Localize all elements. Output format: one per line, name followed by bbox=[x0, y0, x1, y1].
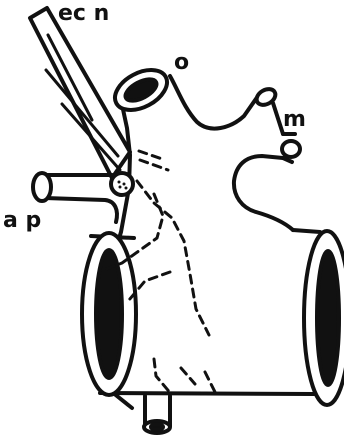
label-o: o bbox=[174, 52, 189, 74]
opening-o bbox=[108, 62, 173, 118]
label-m: m bbox=[283, 109, 306, 131]
label-a-p: a p bbox=[3, 210, 41, 232]
label-ec-n: ec n bbox=[58, 3, 109, 25]
tube-ap bbox=[33, 173, 133, 222]
main-vessel bbox=[82, 230, 344, 408]
bottom-stub bbox=[144, 396, 170, 433]
